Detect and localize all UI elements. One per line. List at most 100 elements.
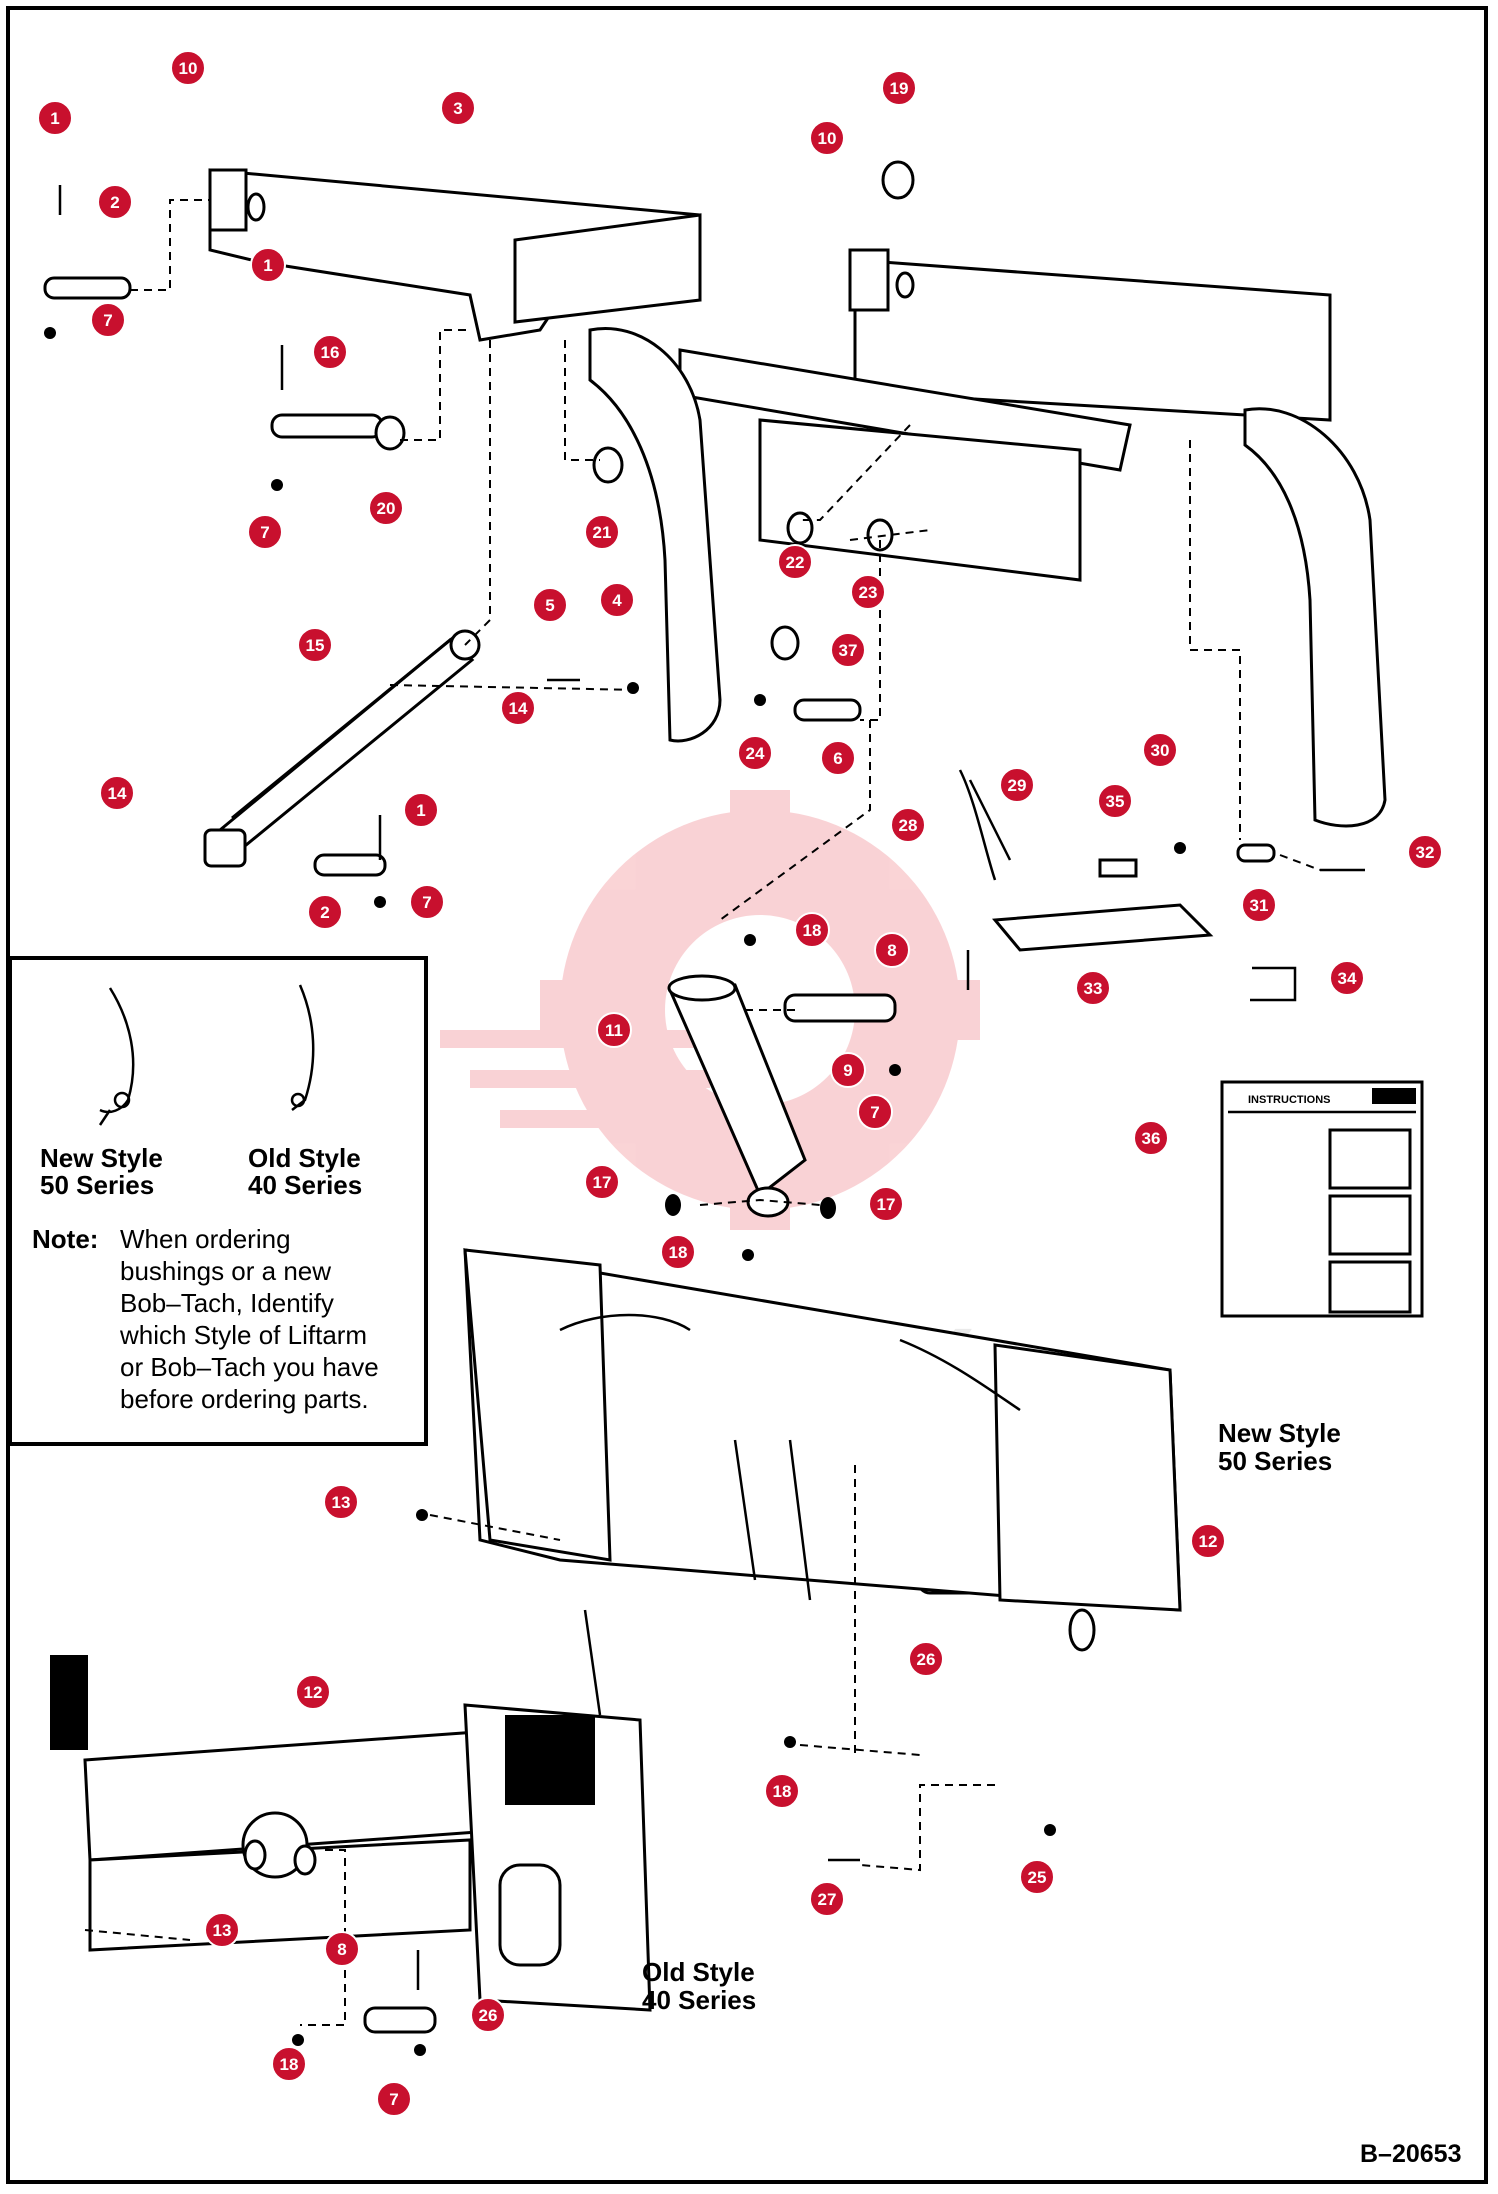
callout-1[interactable]: 1 [37, 100, 73, 136]
callout-26[interactable]: 26 [470, 1997, 506, 2033]
callout-badge [97, 184, 133, 220]
note-line-4: which Style of Liftarm [119, 1320, 367, 1350]
callout-number: 17 [877, 1195, 896, 1214]
callout-18[interactable]: 18 [271, 2046, 307, 2082]
callout-11[interactable]: 11 [596, 1012, 632, 1048]
callout-number: 14 [509, 699, 528, 718]
callout-18[interactable]: 18 [660, 1234, 696, 1270]
old-style-label-inset-line1: Old Style [248, 1143, 361, 1173]
callout-number: 7 [422, 893, 431, 912]
callout-6[interactable]: 6 [820, 740, 856, 776]
callout-31[interactable]: 31 [1241, 887, 1277, 923]
callout-number: 10 [818, 129, 837, 148]
callout-27[interactable]: 27 [809, 1881, 845, 1917]
callout-4[interactable]: 4 [599, 582, 635, 618]
callout-29[interactable]: 29 [999, 767, 1035, 803]
callout-25[interactable]: 25 [1019, 1859, 1055, 1895]
callout-34[interactable]: 34 [1329, 960, 1365, 996]
callout-20[interactable]: 20 [368, 490, 404, 526]
callout-badge [90, 302, 126, 338]
liftarm-crossmember [208, 168, 1332, 582]
callout-7[interactable]: 7 [247, 514, 283, 550]
callout-number: 21 [593, 523, 612, 542]
callout-number: 2 [320, 903, 329, 922]
callout-35[interactable]: 35 [1097, 783, 1133, 819]
callout-19[interactable]: 19 [881, 70, 917, 106]
bobtach-new-style [463, 1248, 1182, 1652]
callout-badge [809, 1881, 845, 1917]
callout-number: 22 [786, 553, 805, 572]
callout-badge [1407, 834, 1443, 870]
callout-16[interactable]: 16 [312, 334, 348, 370]
callout-24[interactable]: 24 [737, 735, 773, 771]
callout-30[interactable]: 30 [1142, 732, 1178, 768]
callout-badge [532, 587, 568, 623]
callout-12[interactable]: 12 [1190, 1523, 1226, 1559]
callout-12[interactable]: 12 [295, 1674, 331, 1710]
callout-badge [1190, 1523, 1226, 1559]
callout-21[interactable]: 21 [584, 514, 620, 550]
callout-28[interactable]: 28 [890, 807, 926, 843]
new-style-label-line2: 50 Series [1218, 1446, 1332, 1476]
callout-18[interactable]: 18 [794, 912, 830, 948]
callout-7[interactable]: 7 [857, 1094, 893, 1130]
callout-5[interactable]: 5 [532, 587, 568, 623]
callout-number: 18 [803, 921, 822, 940]
callout-17[interactable]: 17 [868, 1186, 904, 1222]
callout-badge [999, 767, 1035, 803]
callout-33[interactable]: 33 [1075, 970, 1111, 1006]
callout-14[interactable]: 14 [99, 775, 135, 811]
callout-13[interactable]: 13 [204, 1912, 240, 1948]
callout-badge [1142, 732, 1178, 768]
callout-9[interactable]: 9 [830, 1052, 866, 1088]
callout-36[interactable]: 36 [1133, 1120, 1169, 1156]
callout-10[interactable]: 10 [809, 120, 845, 156]
callout-17[interactable]: 17 [584, 1164, 620, 1200]
callout-15[interactable]: 15 [297, 627, 333, 663]
callout-1[interactable]: 1 [250, 247, 286, 283]
callout-badge [312, 334, 348, 370]
callout-badge [204, 1912, 240, 1948]
callout-number: 20 [377, 499, 396, 518]
callout-7[interactable]: 7 [90, 302, 126, 338]
callout-23[interactable]: 23 [850, 574, 886, 610]
callout-13[interactable]: 13 [323, 1484, 359, 1520]
callout-3[interactable]: 3 [440, 90, 476, 126]
callout-7[interactable]: 7 [376, 2081, 412, 2117]
callout-number: 23 [859, 583, 878, 602]
old-style-label-inset-line2: 40 Series [248, 1170, 362, 1200]
callout-number: 26 [917, 1650, 936, 1669]
callout-number: 2 [110, 193, 119, 212]
callout-18[interactable]: 18 [764, 1773, 800, 1809]
callout-number: 25 [1028, 1868, 1047, 1887]
lever-assembly [665, 769, 1297, 1219]
callout-number: 16 [321, 343, 340, 362]
callout-1[interactable]: 1 [403, 792, 439, 828]
callout-22[interactable]: 22 [777, 544, 813, 580]
callout-26[interactable]: 26 [908, 1641, 944, 1677]
callout-badge [599, 582, 635, 618]
callout-8[interactable]: 8 [324, 1931, 360, 1967]
callout-7[interactable]: 7 [409, 884, 445, 920]
callout-number: 1 [263, 256, 272, 275]
callout-number: 15 [306, 636, 325, 655]
callout-number: 8 [337, 1940, 346, 1959]
callout-10[interactable]: 10 [170, 50, 206, 86]
callout-badge [890, 807, 926, 843]
callout-14[interactable]: 14 [500, 690, 536, 726]
callout-8[interactable]: 8 [874, 932, 910, 968]
note-line-2: bushings or a new [120, 1256, 331, 1286]
callout-2[interactable]: 2 [307, 894, 343, 930]
callout-badge [99, 775, 135, 811]
callout-number: 8 [887, 941, 896, 960]
callout-37[interactable]: 37 [830, 632, 866, 668]
callout-number: 28 [899, 816, 918, 835]
callout-32[interactable]: 32 [1407, 834, 1443, 870]
callout-2[interactable]: 2 [97, 184, 133, 220]
callout-badge [170, 50, 206, 86]
callout-number: 18 [280, 2055, 299, 2074]
callout-number: 33 [1084, 979, 1103, 998]
callout-badge [1075, 970, 1111, 1006]
style-note-box [8, 956, 428, 1446]
callout-badge [850, 574, 886, 610]
